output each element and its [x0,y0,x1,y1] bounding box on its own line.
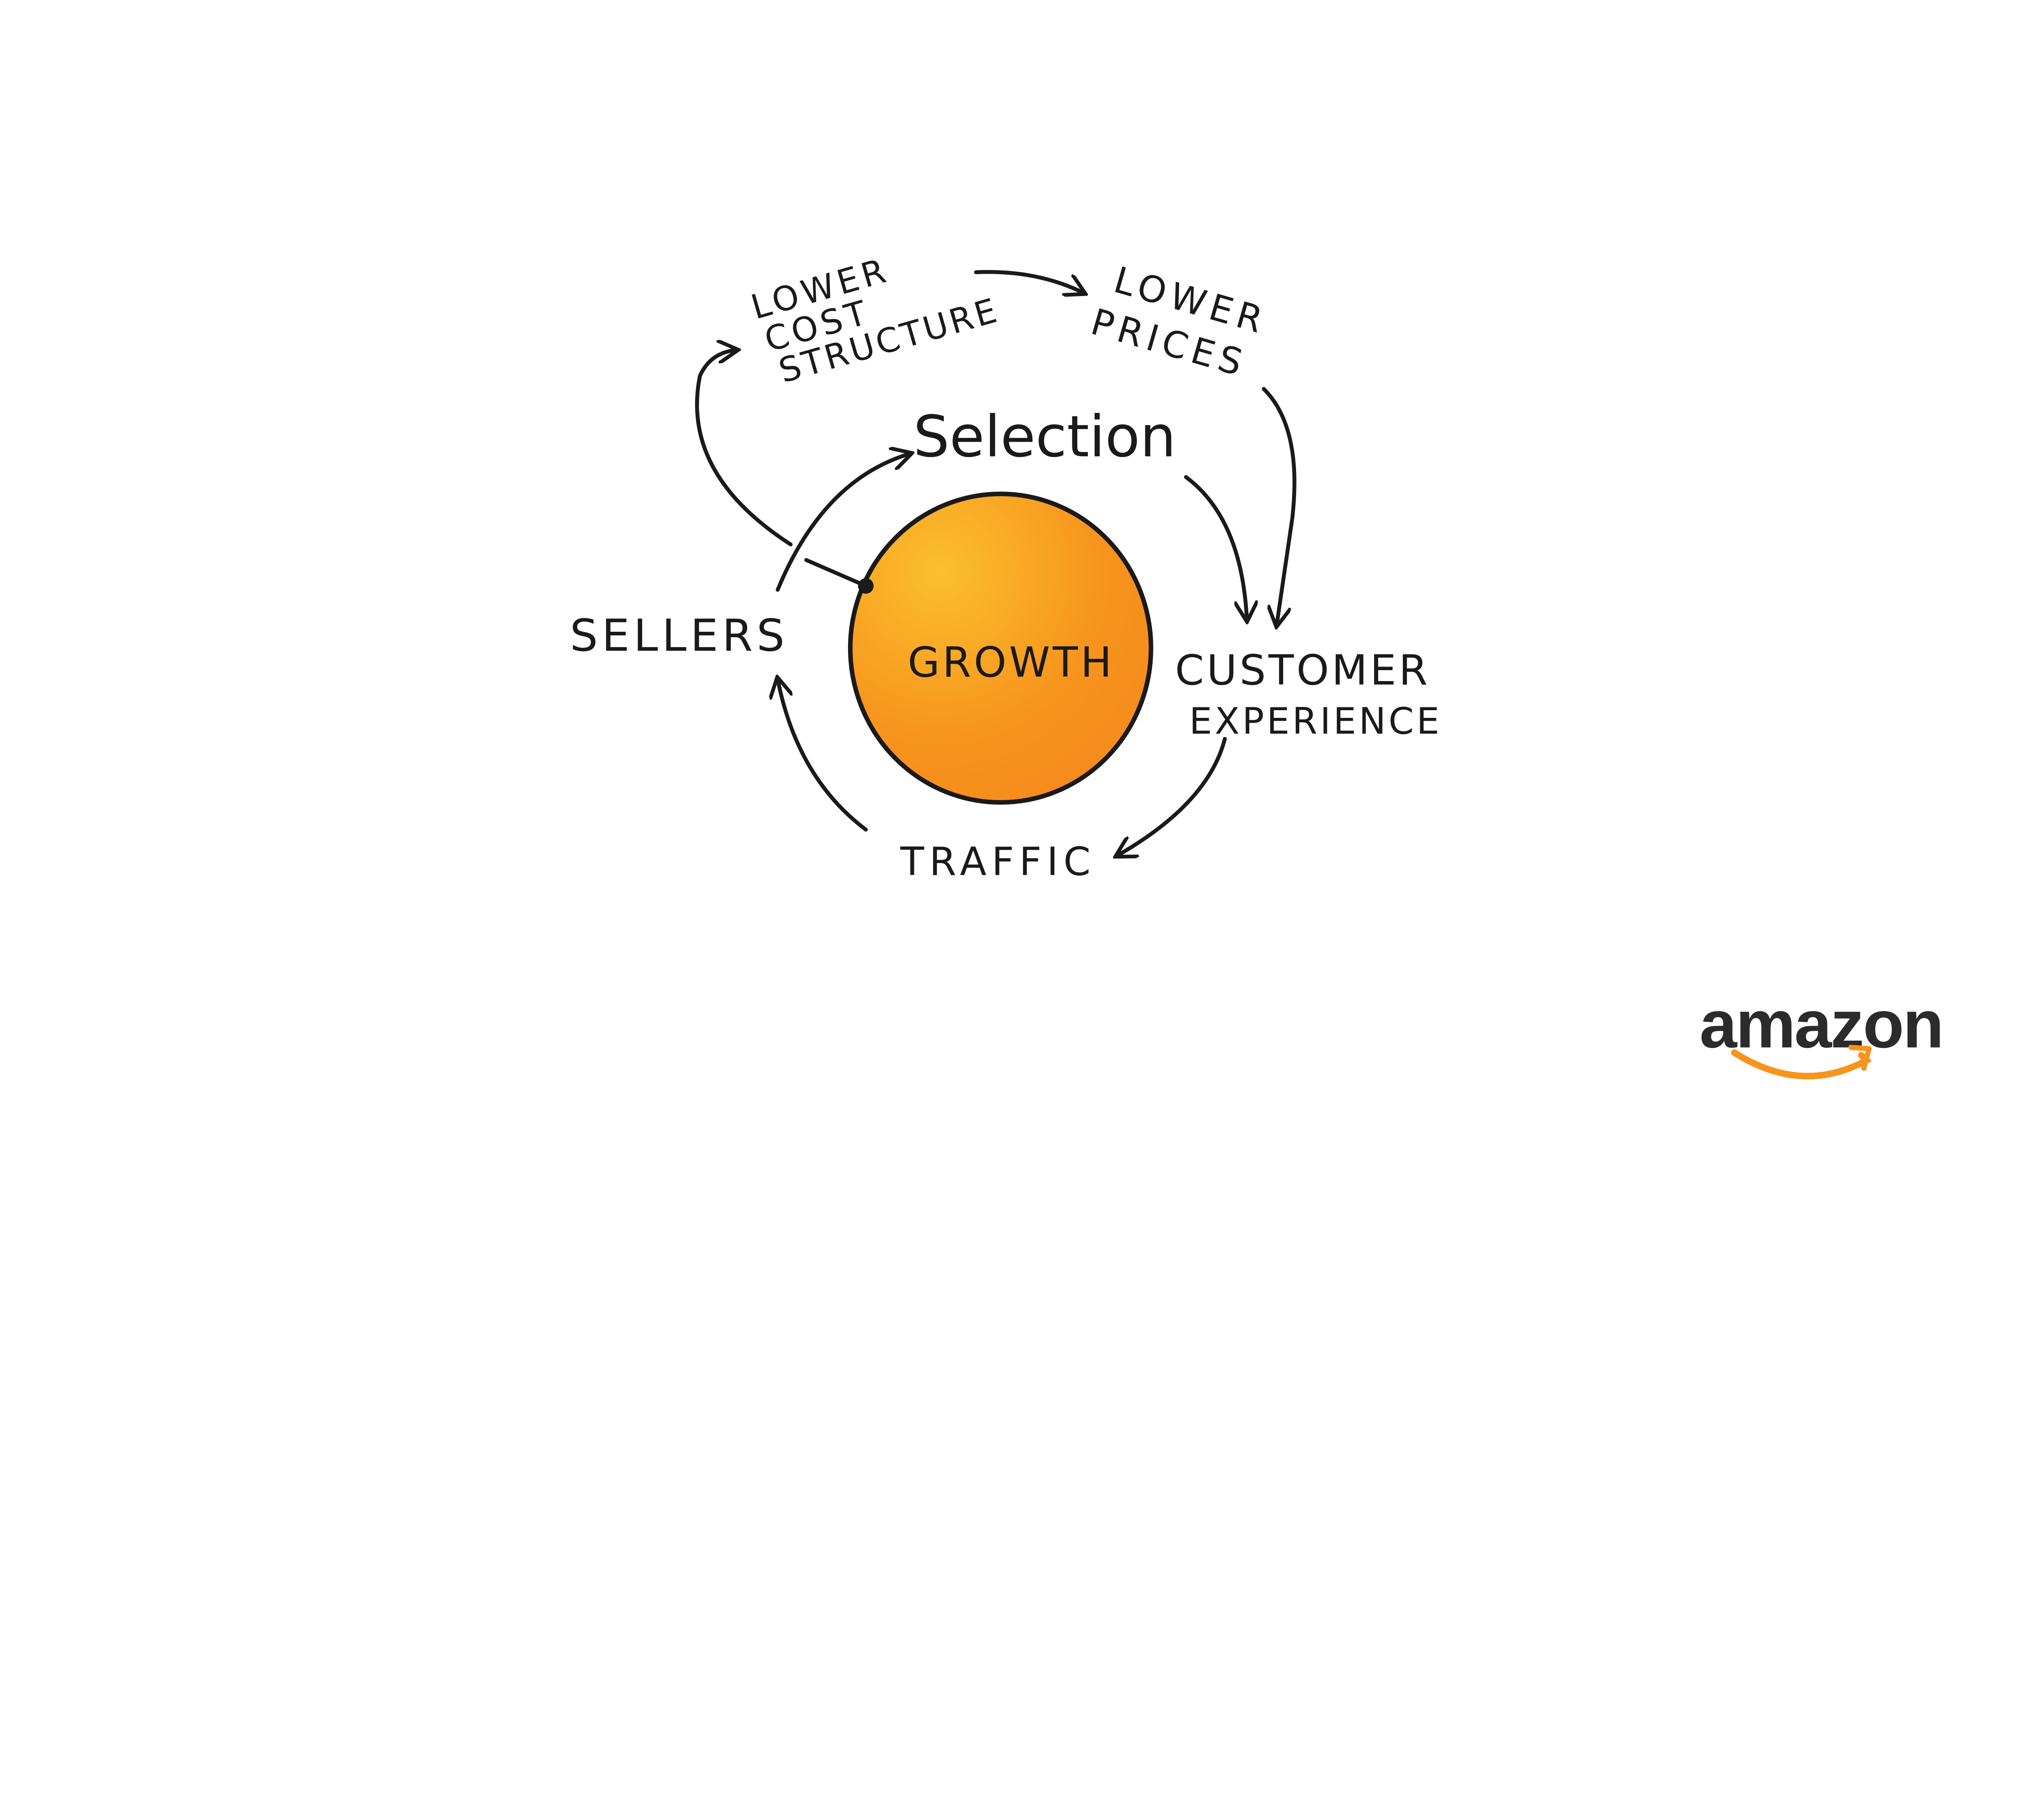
lower-cost-structure-label: LOWER COST STRUCTURE [747,250,1004,391]
traffic-label: TRAFFIC [900,839,1096,884]
connector-dot [858,578,874,594]
svg-text:amazon: amazon [1700,987,1943,1062]
growth-circle [848,491,1153,805]
connector-line [804,558,868,588]
flywheel-diagram: GROWTH Selection SELLERS CUSTOMER EXPERI… [570,250,1944,1079]
lower-prices-label: LOWER PRICES [1086,259,1272,385]
arrow-customer-to-traffic [1117,737,1227,855]
selection-label: Selection [913,404,1176,470]
amazon-logo: amazon [1700,987,1944,1079]
arrow-selection-to-customer [1184,475,1247,620]
growth-label: GROWTH [907,639,1114,687]
sellers-label: SELLERS [570,610,788,661]
arrow-loop-to-lower-cost [695,350,793,546]
arrow-cost-to-prices [974,270,1083,293]
amazon-arrowhead-icon [1848,1045,1872,1071]
arrow-traffic-to-sellers [778,679,868,832]
experience-label: EXPERIENCE [1189,700,1442,743]
customer-label: CUSTOMER [1175,646,1430,694]
arrow-sellers-to-selection [776,454,910,592]
arrow-prices-to-customer [1262,387,1297,625]
amazon-smile-icon [1731,1049,1872,1079]
